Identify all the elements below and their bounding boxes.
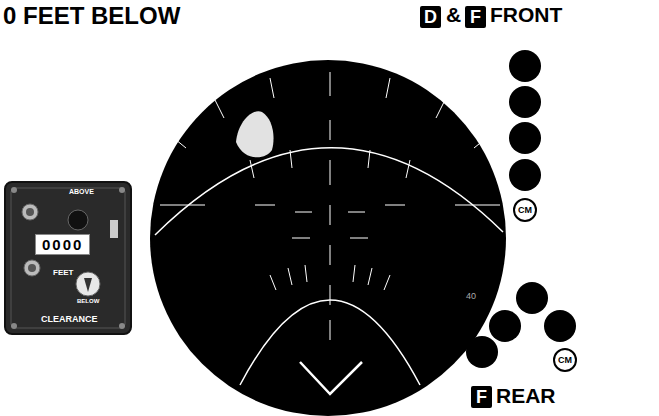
panel-label: FEET: [53, 268, 73, 277]
panel-label: ABOVE: [69, 188, 94, 195]
node-label: D: [424, 8, 437, 26]
control-panel: ABOVE 0000FEET BELOW CLEARANCE: [5, 182, 131, 334]
knob: [24, 260, 40, 276]
knob: [22, 204, 38, 220]
node-label: F: [470, 8, 481, 26]
above-lamp: [68, 210, 88, 230]
indicator-lights: [466, 50, 576, 368]
letter-tag: F: [471, 386, 492, 408]
node-label: CM: [558, 356, 572, 365]
cm-circle: CM: [553, 348, 577, 372]
cm-circle: CM: [513, 198, 537, 222]
below-lamp: [76, 272, 100, 296]
switch: [110, 220, 118, 238]
radar-scope: [150, 60, 506, 416]
node-label: CM: [518, 206, 532, 215]
panel-label: 0000: [35, 234, 90, 255]
label: &: [446, 3, 461, 27]
terrain-blob: [236, 111, 274, 157]
panel-label: CLEARANCE: [41, 314, 98, 324]
letter-tag: F: [465, 6, 486, 28]
panel-bezel: [11, 188, 125, 328]
node-label: F: [476, 388, 487, 406]
letter-tag: D: [420, 6, 441, 28]
label: REAR: [496, 384, 556, 408]
label: FRONT: [490, 3, 562, 27]
aircraft-symbol: [300, 362, 362, 394]
control-panel: [5, 182, 131, 334]
panel-label: BELOW: [77, 298, 99, 304]
label: 40: [466, 291, 476, 301]
range-arc: [240, 300, 420, 385]
heading: 0 FEET BELOW: [3, 2, 180, 30]
scale-ticks: [160, 72, 500, 340]
range-arc: [155, 148, 503, 235]
